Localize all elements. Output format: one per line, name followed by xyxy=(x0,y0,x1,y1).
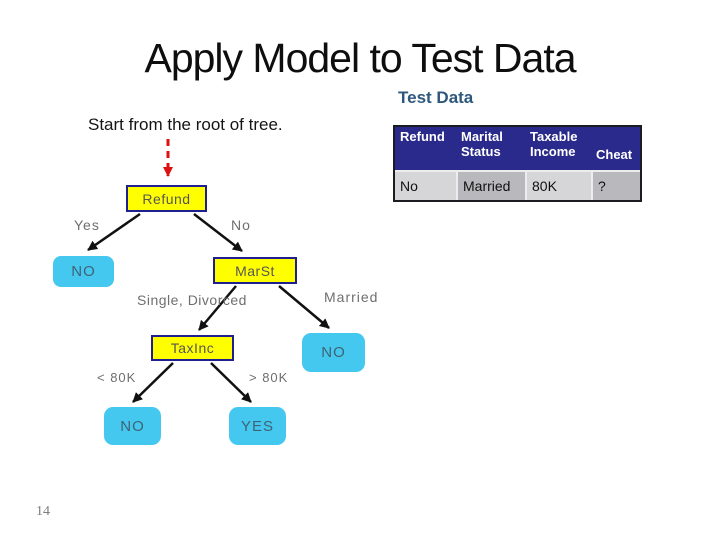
tree-leaf-yes-high-income: YES xyxy=(229,407,286,445)
cell-refund-value: No xyxy=(395,172,456,200)
slide-title: Apply Model to Test Data xyxy=(144,35,576,81)
cell-taxable-income-value: 80K xyxy=(525,172,591,200)
tree-leaf-no-refund-yes: NO xyxy=(53,256,114,287)
tree-node-refund: Refund xyxy=(126,185,207,212)
tree-node-marst: MarSt xyxy=(213,257,297,284)
edge-label-no: No xyxy=(231,217,251,233)
header-cell-cheat: Cheat xyxy=(596,147,633,163)
header-cell-taxable-income: Taxable Income xyxy=(530,129,578,159)
cell-cheat-value: ? xyxy=(591,172,640,200)
header-cell-marital-status: Marital Status xyxy=(461,129,503,159)
edge-label-married: Married xyxy=(324,289,379,305)
edge-taxinc-lt80k xyxy=(132,362,174,403)
edge-taxinc-gt80k xyxy=(210,362,252,403)
tree-leaf-no-low-income: NO xyxy=(104,407,161,445)
edge-label-lt-80k: < 80K xyxy=(97,370,137,385)
test-data-table-data-row: No Married 80K ? xyxy=(395,170,640,200)
edge-label-yes: Yes xyxy=(74,217,100,233)
tree-node-taxinc: TaxInc xyxy=(151,335,234,361)
tree-leaf-no-married: NO xyxy=(302,333,365,372)
page-number: 14 xyxy=(36,504,50,519)
test-data-label: Test Data xyxy=(398,88,474,107)
test-data-table: Refund Marital Status Taxable Income Che… xyxy=(393,125,642,202)
instruction-text: Start from the root of tree. xyxy=(88,115,283,134)
header-cell-refund: Refund xyxy=(400,129,445,144)
edge-marst-married xyxy=(278,285,330,329)
edge-label-single-divorced: Single, Divorced xyxy=(137,292,247,308)
edge-label-gt-80k: > 80K xyxy=(249,370,289,385)
test-data-table-header-row: Refund Marital Status Taxable Income Che… xyxy=(395,127,640,170)
cell-marital-status-value: Married xyxy=(456,172,525,200)
